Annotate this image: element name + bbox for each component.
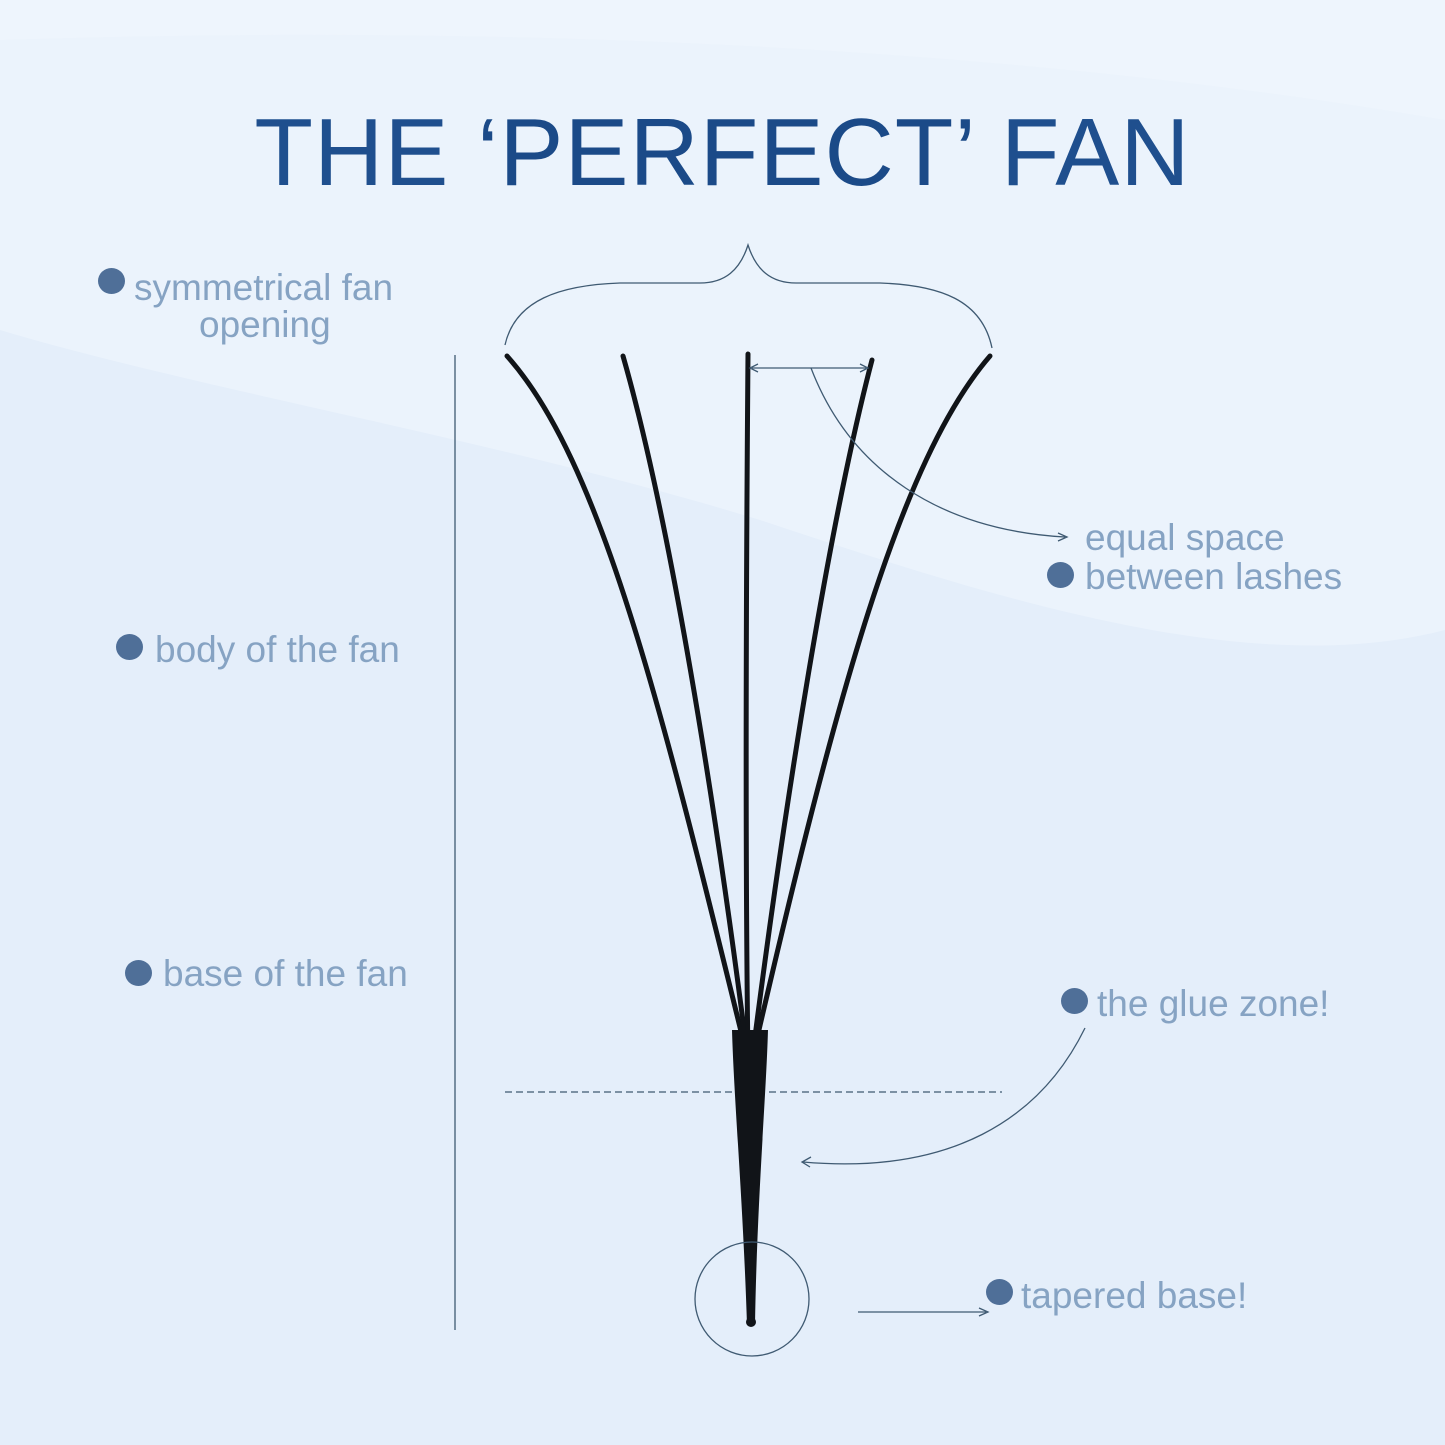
label-body: body of the fan — [155, 629, 400, 670]
label-symmetrical-line2: opening — [199, 304, 331, 345]
tapered-base-circle — [694, 1241, 810, 1357]
spacing-arrow-right — [859, 363, 870, 373]
label-symmetrical-line1: symmetrical fan — [134, 267, 394, 308]
glue-leader-arrow — [800, 1156, 812, 1168]
lash-4 — [749, 357, 875, 1063]
bullet-icon — [98, 268, 125, 294]
label-equal-line2: between lashes — [1085, 556, 1343, 597]
label-base: base of the fan — [163, 953, 408, 994]
tapered-arrow-head — [978, 1307, 990, 1317]
spacing-arrow-left — [748, 363, 759, 373]
spacing-leader — [810, 367, 1066, 538]
title-prefix: THE — [254, 99, 478, 206]
opening-brace — [504, 242, 993, 349]
bullet-icon — [986, 1279, 1013, 1305]
title-suffix: FAN — [973, 99, 1191, 206]
spacing-leader-arrow — [1057, 532, 1069, 542]
lash-3 — [743, 351, 751, 1063]
page-title: THE ‘PERFECT’ FAN — [0, 98, 1445, 208]
lash-fan — [504, 351, 993, 1063]
lash-1 — [504, 353, 751, 1063]
glue-leader — [802, 1027, 1086, 1165]
bullet-icon — [1061, 988, 1088, 1014]
label-tapered: tapered base! — [1021, 1275, 1248, 1316]
lash-5 — [749, 353, 993, 1063]
bullet-icon — [125, 960, 152, 986]
bullet-icon — [1047, 562, 1074, 588]
title-emphasis: ‘PERFECT’ — [477, 99, 974, 206]
base-tip — [746, 1317, 756, 1327]
bullet-icon — [116, 634, 143, 660]
label-equal-line1: equal space — [1085, 517, 1285, 558]
lash-2 — [620, 353, 751, 1063]
label-glue-zone: the glue zone! — [1097, 983, 1330, 1024]
glued-base — [732, 1030, 768, 1325]
